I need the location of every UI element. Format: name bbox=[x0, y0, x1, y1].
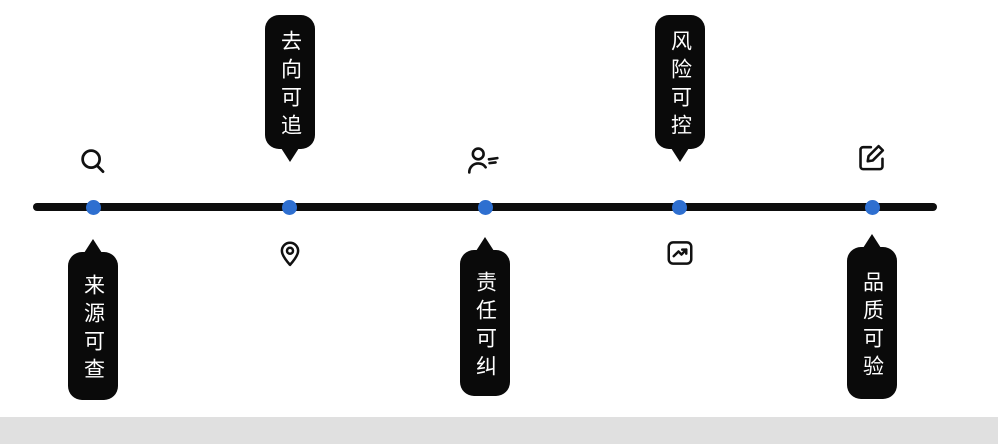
timeline-dot bbox=[672, 200, 687, 215]
label-pill-quality: 品质可验 bbox=[847, 247, 897, 399]
timeline-dot bbox=[86, 200, 101, 215]
search-icon bbox=[81, 149, 105, 173]
label-text-responsibility: 责任可纠 bbox=[473, 270, 498, 383]
line-chart-icon bbox=[667, 241, 693, 265]
edit-icon bbox=[859, 144, 885, 171]
label-pill-source: 来源可查 bbox=[68, 252, 118, 400]
timeline-dot bbox=[865, 200, 880, 215]
timeline-dot bbox=[282, 200, 297, 215]
label-text-risk: 风险可控 bbox=[668, 29, 693, 142]
timeline-dot bbox=[478, 200, 493, 215]
label-pill-destination: 去向可追 bbox=[265, 15, 315, 149]
label-text-destination: 去向可追 bbox=[278, 29, 303, 142]
footer-bar bbox=[0, 417, 998, 444]
label-text-source: 来源可查 bbox=[81, 273, 106, 386]
label-pill-responsibility: 责任可纠 bbox=[460, 250, 510, 396]
label-text-quality: 品质可验 bbox=[860, 270, 885, 383]
user-list-icon bbox=[467, 147, 499, 174]
label-pill-risk: 风险可控 bbox=[655, 15, 705, 149]
location-pin-icon bbox=[280, 241, 300, 267]
